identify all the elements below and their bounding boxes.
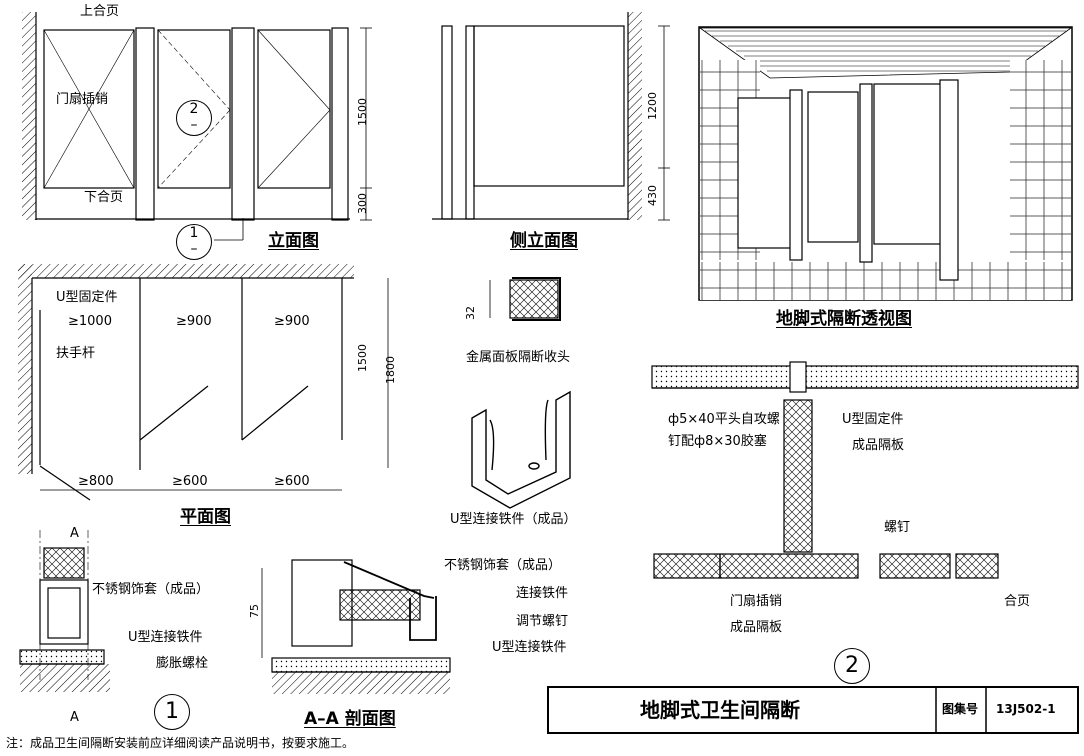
title-block-atlas-label: 图集号	[942, 702, 979, 716]
section-aa-title: A–A 剖面图	[304, 709, 396, 729]
perspective-view	[698, 26, 1073, 301]
plan-w3: ≥900	[274, 314, 310, 329]
plan-d1: ≥800	[78, 474, 114, 489]
dim-430-side: 430	[646, 185, 659, 206]
edge-detail	[489, 277, 561, 321]
detail1-label-sleeve: 不锈钢饰套（成品）	[92, 582, 210, 597]
dim-300-elev: 300	[356, 193, 369, 214]
detail2-label-hinge: 合页	[1004, 594, 1031, 609]
detail-1	[19, 530, 110, 692]
detail1-section-mark-bottom: A	[70, 710, 79, 725]
section-label-sleeve: 不锈钢饰套（成品）	[444, 558, 562, 573]
label-top-hinge: 上合页	[80, 4, 120, 19]
ref-1-den: –	[190, 241, 198, 257]
detail2-label-latch: 门扇插销	[730, 594, 783, 609]
detail2-label-panel2: 成品隔板	[730, 620, 783, 635]
ref-1-num: 1	[189, 225, 199, 241]
edge-detail-caption: 金属面板隔断收头	[466, 350, 571, 365]
plan-title: 平面图	[180, 507, 231, 527]
section-label-screw: 调节螺钉	[516, 614, 569, 629]
front-elevation	[22, 12, 372, 241]
label-door-latch: 门扇插销	[56, 92, 109, 107]
perspective-title: 地脚式隔断透视图	[776, 309, 912, 329]
dim-1500-plan: 1500	[356, 344, 369, 372]
plan-w2: ≥900	[176, 314, 212, 329]
section-label-u-conn: U型连接铁件	[492, 640, 567, 655]
plan-view	[18, 264, 389, 501]
detail2-label-screw-b: 钉配ф8×30胶塞	[668, 434, 767, 449]
section-label-conn: 连接铁件	[516, 586, 569, 601]
plan-d3: ≥600	[274, 474, 310, 489]
dim-1500-elev: 1500	[356, 98, 369, 126]
plan-w1: ≥1000	[68, 314, 112, 329]
dim-1800-plan: 1800	[384, 356, 397, 384]
section-aa	[261, 559, 451, 694]
detail-1-ref: 1	[154, 694, 190, 730]
detail-2	[651, 361, 1079, 579]
plan-label-handrail: 扶手杆	[56, 346, 96, 361]
side-elevation	[432, 12, 670, 221]
title-block	[547, 686, 1079, 734]
side-elevation-title: 侧立面图	[510, 231, 578, 251]
u-connector-3d	[471, 390, 571, 509]
detail-2-ref: 2	[834, 648, 870, 684]
plan-d2: ≥600	[172, 474, 208, 489]
dim-1200-side: 1200	[646, 92, 659, 120]
detail1-label-u-conn: U型连接铁件	[128, 630, 203, 645]
footnote: 注：成品卫生间隔断安装前应详细阅读产品说明书，按要求施工。	[6, 736, 355, 750]
dim-75-section: 75	[248, 604, 261, 618]
detail1-label-bolt: 膨胀螺栓	[156, 656, 209, 671]
detail2-label-screw-a: ф5×40平头自攻螺	[668, 412, 780, 427]
dim-32-edge: 32	[464, 306, 477, 320]
ref-2-den: –	[190, 117, 198, 133]
title-block-atlas-no: 13J502-1	[996, 702, 1056, 716]
detail-ref-2-elev: 2 –	[176, 100, 212, 136]
ref-2-num: 2	[189, 101, 199, 117]
detail2-label-screw: 螺钉	[884, 520, 911, 535]
plan-label-u-bracket: U型固定件	[56, 290, 118, 305]
u-connector-caption: U型连接铁件（成品）	[450, 512, 577, 527]
detail2-label-panel: 成品隔板	[852, 438, 905, 453]
detail2-label-u-bracket: U型固定件	[842, 412, 904, 427]
detail-ref-1-elev: 1 –	[176, 224, 212, 260]
elevation-title: 立面图	[268, 231, 319, 251]
detail1-section-mark-top: A	[70, 526, 79, 541]
label-bottom-hinge: 下合页	[84, 190, 124, 205]
title-block-title: 地脚式卫生间隔断	[640, 698, 800, 722]
